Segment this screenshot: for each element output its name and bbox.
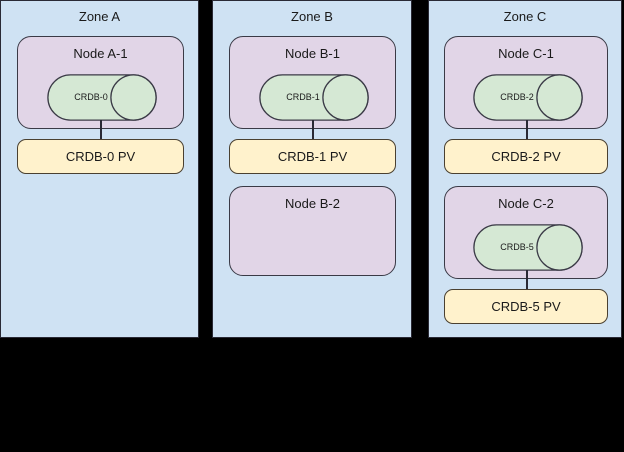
- node-c-1-label: Node C-1: [498, 46, 554, 61]
- pv-crdb-5: CRDB-5 PV: [444, 289, 608, 324]
- zone-b-label: Zone B: [291, 9, 333, 24]
- cylinder-shape: [47, 74, 157, 121]
- cylinder-shape: [473, 224, 583, 271]
- connector-crdb-1: [312, 120, 314, 140]
- zone-a-label: Zone A: [78, 9, 121, 24]
- node-c-2: Node C-2 CRDB-5: [444, 186, 608, 279]
- pod-crdb-1: CRDB-1: [259, 74, 369, 121]
- pv-crdb-0-label: CRDB-0 PV: [65, 148, 136, 164]
- node-a-1: Node A-1 CRDB-0: [17, 36, 184, 129]
- pod-crdb-5: CRDB-5: [473, 224, 583, 271]
- node-c-1: Node C-1 CRDB-2: [444, 36, 608, 129]
- node-c-2-label: Node C-2: [498, 196, 554, 211]
- node-b-2: Node B-2: [229, 186, 396, 276]
- cylinder-shape: [473, 74, 583, 121]
- pv-crdb-0: CRDB-0 PV: [17, 139, 184, 174]
- pod-crdb-0: CRDB-0: [47, 74, 157, 121]
- zone-a: Zone A Node A-1 CRDB-0 CRDB-0 PV: [0, 0, 199, 338]
- cylinder-shape: [259, 74, 369, 121]
- connector-crdb-5: [526, 270, 528, 290]
- node-b-1-label: Node B-1: [285, 46, 340, 61]
- zone-b: Zone B Node B-1 CRDB-1 CRDB-1 PV Node B-…: [212, 0, 412, 338]
- connector-crdb-2: [526, 120, 528, 140]
- zone-c: Zone C Node C-1 CRDB-2 CRDB-2 PV Node C-…: [428, 0, 622, 338]
- pv-crdb-5-label: CRDB-5 PV: [491, 298, 561, 314]
- node-b-2-label: Node B-2: [285, 196, 340, 211]
- pv-crdb-2-label: CRDB-2 PV: [491, 148, 561, 164]
- connector-crdb-0: [100, 120, 102, 140]
- pv-crdb-1-label: CRDB-1 PV: [277, 148, 348, 164]
- pv-crdb-1: CRDB-1 PV: [229, 139, 396, 174]
- node-a-1-label: Node A-1: [73, 46, 128, 61]
- pv-crdb-2: CRDB-2 PV: [444, 139, 608, 174]
- node-b-1: Node B-1 CRDB-1: [229, 36, 396, 129]
- zone-c-label: Zone C: [503, 9, 547, 24]
- pod-crdb-2: CRDB-2: [473, 74, 583, 121]
